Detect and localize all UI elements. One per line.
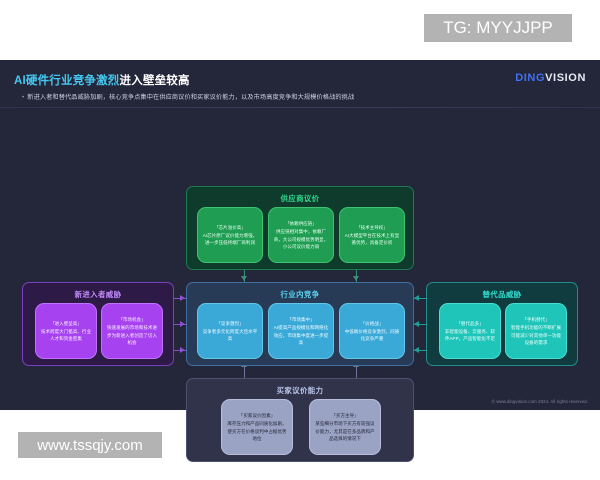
card-rivalry-3-body: 中低端价格竞争激烈，同质化竞争严重	[344, 328, 400, 342]
group-buyer-power-title: 买家议价能力	[276, 386, 324, 395]
card-rivalry-1-head: 「竞争激烈」	[216, 320, 244, 326]
card-entrants-2-head: 「市场机会」	[118, 316, 146, 322]
page-title-rest: 进入壁垒较高	[119, 75, 190, 87]
connector-arrow-substitutes-3	[414, 346, 419, 353]
connector-arrow-entrants-2	[180, 320, 185, 327]
card-substitutes-2-text: 「手机替代」 智能手机功能的不断扩展可能减少对其他单一功能设备的需求	[510, 316, 562, 346]
connector-arrow-supplier-left	[240, 276, 247, 281]
connector-arrow-entrants-1	[180, 294, 185, 301]
group-supplier-title: 供应商议价	[280, 194, 320, 203]
connector-substitutes-1	[414, 298, 426, 299]
group-new-entrants-title: 新进入者威胁	[74, 290, 122, 299]
card-rivalry-2-head: 「市场集中」	[287, 316, 315, 322]
card-entrants-2-body: 快速发展的市场和技术进步为新进入者创造了切入机会	[106, 325, 158, 345]
group-substitutes-title: 替代品威胁	[482, 290, 522, 299]
brand-logo-first: DING	[515, 72, 546, 84]
connector-arrow-entrants-3	[180, 346, 185, 353]
connector-substitutes-2	[414, 324, 426, 325]
card-rivalry-2[interactable]: 「市场集中」 AI提高产品规模化和网络化效应，市场集中度进一步提高	[268, 303, 334, 359]
footer-copyright: © www.dingvision.com 2024. All rights re…	[491, 399, 588, 404]
card-supplier-3-text: 「技术主导权」 AI大模型平台在技术上有显著优势，具备定价权	[344, 224, 400, 247]
card-entrants-1-text: 「进入壁垒高」 技术跨度大门槛高、行业人才和资金密集	[40, 320, 92, 343]
brand-logo-second: VISION	[545, 72, 586, 84]
card-entrants-2-text: 「市场机会」 快速发展的市场和技术进步为新进入者创造了切入机会	[106, 316, 158, 346]
card-supplier-2-body: 供应链相对集中，依赖厂商，大公司规模优势明显，小公司议价能力弱	[273, 229, 329, 249]
card-supplier-2-head: 「依赖供应链」	[285, 220, 317, 226]
page-subtitle: •新进入者和替代品威胁加剧，核心竞争点集中在供应商议价和买家议价能力，以及市场高…	[22, 92, 354, 101]
card-substitutes-1-body: 非智能设备、云服务、软件APP，产品智能化不足	[444, 328, 496, 342]
card-entrants-1[interactable]: 「进入壁垒高」 技术跨度大门槛高、行业人才和资金密集	[35, 303, 97, 359]
card-buyers-2-text: 「买方主导」 某些细分市场下买方有较强议价能力，尤其是在多品牌和产品选择的情况下	[314, 412, 376, 442]
card-supplier-1-text: 「芯片溢价高」 AI芯片原厂议价能力增强，进一步压低终端厂商利润	[202, 224, 258, 247]
card-supplier-2[interactable]: 「依赖供应链」 供应链相对集中，依赖厂商，大公司规模优势明显，小公司议价能力弱	[268, 207, 334, 263]
connector-arrow-supplier-right	[352, 276, 359, 281]
card-supplier-1-head: 「芯片溢价高」	[214, 224, 246, 230]
card-substitutes-2-head: 「手机替代」	[522, 316, 550, 322]
page-title-accent: AI硬件行业竞争激烈	[14, 75, 120, 87]
page-subtitle-text: 新进入者和替代品威胁加剧，核心竞争点集中在供应商议价和买家议价能力，以及市场高度…	[27, 94, 355, 101]
card-substitutes-1-text: 「替代品多」 非智能设备、云服务、软件APP，产品智能化不足	[444, 320, 496, 343]
card-entrants-1-head: 「进入壁垒高」	[50, 320, 82, 326]
card-entrants-2[interactable]: 「市场机会」 快速发展的市场和技术进步为新进入者创造了切入机会	[101, 303, 163, 359]
group-industry-rivalry: 行业内竞争 「竞争激烈」 竞争者多元化跨度大且水平高 「市场集中」 AI提高产品…	[186, 282, 414, 366]
card-supplier-3-head: 「技术主导权」	[356, 224, 388, 230]
connector-buyers-right	[356, 366, 357, 378]
card-substitutes-2[interactable]: 「手机替代」 智能手机功能的不断扩展可能减少对其他单一功能设备的需求	[505, 303, 567, 359]
slide-canvas: AI硬件行业竞争激烈进入壁垒较高 •新进入者和替代品威胁加剧，核心竞争点集中在供…	[0, 60, 600, 462]
card-supplier-3-body: AI大模型平台在技术上有显著优势，具备定价权	[344, 232, 400, 246]
group-new-entrants: 新进入者威胁 「进入壁垒高」 技术跨度大门槛高、行业人才和资金密集 「市场机会」…	[22, 282, 174, 366]
card-buyers-2-head: 「买方主导」	[331, 412, 359, 418]
card-supplier-3[interactable]: 「技术主导权」 AI大模型平台在技术上有显著优势，具备定价权	[339, 207, 405, 263]
card-buyers-2-body: 某些细分市场下买方有较强议价能力，尤其是在多品牌和产品选择的情况下	[315, 421, 375, 441]
card-rivalry-1-body: 竞争者多元化跨度大且水平高	[202, 328, 258, 342]
card-buyers-1[interactable]: 「买家议价因素」 库存压力和产品同质化加剧，使买方在价格谈判中占据优势地位	[221, 399, 293, 455]
bullet-icon: •	[22, 94, 25, 101]
card-rivalry-3-text: 「价格战」 中低端价格竞争激烈，同质化竞争严重	[344, 320, 400, 343]
card-rivalry-1-text: 「竞争激烈」 竞争者多元化跨度大且水平高	[202, 320, 258, 343]
connector-arrow-substitutes-2	[414, 320, 419, 327]
card-buyers-1-head: 「买家议价因素」	[238, 412, 276, 418]
card-substitutes-1-head: 「替代品多」	[456, 320, 484, 326]
connector-arrow-substitutes-1	[414, 294, 419, 301]
brand-logo: DINGVISION	[515, 72, 586, 84]
card-buyers-2[interactable]: 「买方主导」 某些细分市场下买方有较强议价能力，尤其是在多品牌和产品选择的情况下	[309, 399, 381, 455]
card-rivalry-3[interactable]: 「价格战」 中低端价格竞争激烈，同质化竞争严重	[339, 303, 405, 359]
card-buyers-1-body: 库存压力和产品同质化加剧，使买方在价格谈判中占据优势地位	[227, 421, 287, 441]
watermark-top: TG: MYYJJPP	[424, 14, 572, 42]
group-industry-rivalry-title: 行业内竞争	[280, 290, 320, 299]
card-rivalry-2-body: AI提高产品规模化和网络化效应，市场集中度进一步提高	[273, 325, 329, 345]
connector-substitutes-3	[414, 350, 426, 351]
card-rivalry-2-text: 「市场集中」 AI提高产品规模化和网络化效应，市场集中度进一步提高	[273, 316, 329, 346]
card-supplier-1-body: AI芯片原厂议价能力增强，进一步压低终端厂商利润	[202, 232, 258, 246]
card-supplier-1[interactable]: 「芯片溢价高」 AI芯片原厂议价能力增强，进一步压低终端厂商利润	[197, 207, 263, 263]
watermark-bottom: www.tssqjy.com	[18, 432, 162, 458]
card-substitutes-1[interactable]: 「替代品多」 非智能设备、云服务、软件APP，产品智能化不足	[439, 303, 501, 359]
card-rivalry-3-head: 「价格战」	[360, 320, 384, 326]
connector-buyers-left	[244, 366, 245, 378]
card-entrants-1-body: 技术跨度大门槛高、行业人才和资金密集	[40, 328, 92, 342]
header-divider	[0, 107, 600, 108]
group-supplier-power: 供应商议价 「芯片溢价高」 AI芯片原厂议价能力增强，进一步压低终端厂商利润 「…	[186, 186, 414, 270]
page-title: AI硬件行业竞争激烈进入壁垒较高	[14, 72, 190, 88]
card-substitutes-2-body: 智能手机功能的不断扩展可能减少对其他单一功能设备的需求	[510, 325, 562, 345]
group-buyer-power: 买家议价能力 「买家议价因素」 库存压力和产品同质化加剧，使买方在价格谈判中占据…	[186, 378, 414, 462]
group-substitutes: 替代品威胁 「替代品多」 非智能设备、云服务、软件APP，产品智能化不足 「手机…	[426, 282, 578, 366]
card-buyers-1-text: 「买家议价因素」 库存压力和产品同质化加剧，使买方在价格谈判中占据优势地位	[226, 412, 288, 442]
card-rivalry-1[interactable]: 「竞争激烈」 竞争者多元化跨度大且水平高	[197, 303, 263, 359]
card-supplier-2-text: 「依赖供应链」 供应链相对集中，依赖厂商，大公司规模优势明显，小公司议价能力弱	[273, 220, 329, 250]
slide-header: AI硬件行业竞争激烈进入壁垒较高 •新进入者和替代品威胁加剧，核心竞争点集中在供…	[0, 60, 600, 108]
